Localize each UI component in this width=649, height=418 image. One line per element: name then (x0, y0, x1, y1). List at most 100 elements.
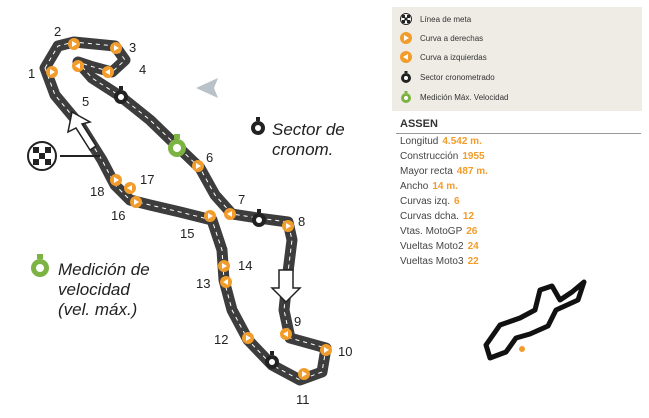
turn-label-8: 8 (298, 214, 305, 229)
turn-marker-15 (204, 210, 216, 222)
stat-value: 6 (454, 196, 460, 207)
speed-measurement-label: Medición de velocidad (vel. máx.) (58, 260, 150, 320)
turn-marker-7 (224, 208, 236, 220)
turn-label-12: 12 (214, 332, 228, 347)
stat-row-right-curves: Curvas dcha.12 (400, 211, 474, 222)
timed-sector-icon (114, 86, 128, 104)
turn-label-2: 2 (54, 24, 61, 39)
turn-label-10: 10 (338, 344, 352, 359)
legend-timed-sector-text: Sector cronometrado (420, 72, 495, 82)
turn-label-11: 11 (296, 392, 310, 407)
turn-label-1: 1 (28, 66, 35, 81)
legend-panel: Línea de meta Curva a derechas Curva a i… (392, 7, 642, 111)
stat-value: 24 (467, 241, 479, 252)
turn-label-18: 18 (90, 184, 104, 199)
turn-label-15: 15 (180, 226, 194, 241)
turn-marker-8 (282, 220, 294, 232)
turn-marker-4 (102, 66, 114, 78)
stat-label: Curvas dcha. (400, 211, 459, 222)
finish-flag-icon (400, 13, 412, 25)
direction-arrow-down-icon (270, 269, 302, 304)
right-curve-icon (400, 32, 412, 44)
turn-marker-10 (320, 344, 332, 356)
legend-item-max-speed: Medición Máx. Velocidad (400, 90, 509, 104)
stat-label: Mayor recta (400, 166, 453, 177)
turn-label-3: 3 (129, 40, 136, 55)
legend-max-speed-text: Medición Máx. Velocidad (420, 92, 509, 102)
legend-item-timed-sector: Sector cronometrado (400, 70, 495, 84)
mini-track-thumbnail (483, 279, 587, 361)
turn-marker-17 (124, 182, 136, 194)
turn-marker-5 (72, 60, 84, 72)
turn-label-5: 5 (82, 94, 89, 109)
turn-marker-18 (110, 174, 122, 186)
turn-marker-2 (68, 38, 80, 50)
stat-row-left-curves: Curvas izq.6 (400, 196, 460, 207)
speed-measurement-icon (168, 134, 186, 157)
stat-value: 487 m. (456, 166, 488, 177)
turn-marker-1 (46, 66, 58, 78)
timed-sector-icon (252, 209, 266, 227)
stat-value: 12 (462, 211, 475, 222)
turn-label-6: 6 (206, 150, 213, 165)
turn-label-17: 17 (140, 172, 154, 187)
turn-marker-11 (298, 368, 310, 380)
turn-marker-14 (218, 260, 230, 272)
stat-value: 4.542 m. (442, 136, 482, 147)
speed-measurement-icon (401, 91, 411, 103)
turn-marker-6 (192, 160, 204, 172)
timed-sector-label: Sector de cronom. (272, 120, 345, 160)
turn-marker-3 (110, 42, 122, 54)
direction-arrow-icon (196, 78, 218, 98)
stat-label: Construcción (400, 151, 459, 162)
stat-value: 26 (466, 226, 478, 237)
legend-item-left-curve: Curva a izquierdas (400, 50, 487, 64)
turn-label-13: 13 (196, 276, 210, 291)
legend-right-curve-text: Curva a derechas (420, 33, 484, 43)
speed-measurement-label-line1: Medición de (58, 260, 150, 279)
legend-item-right-curve: Curva a derechas (400, 31, 483, 45)
finish-flag-icon (27, 141, 57, 171)
turn-marker-9 (280, 328, 292, 340)
timed-sector-label-line1: Sector de (272, 120, 345, 139)
stat-label: Vtas. MotoGP (400, 226, 463, 237)
turn-label-7: 7 (238, 192, 245, 207)
stat-value: 22 (467, 256, 479, 267)
turn-label-9: 9 (294, 314, 301, 329)
stats-divider (396, 133, 641, 134)
turn-label-4: 4 (139, 62, 146, 77)
legend-item-finish: Línea de meta (400, 12, 471, 26)
stat-label: Vueltas Moto2 (400, 241, 464, 252)
stat-label: Ancho (400, 181, 429, 192)
speed-measurement-label-icon (31, 254, 49, 277)
timed-sector-label-icon (251, 117, 265, 135)
left-curve-icon (400, 51, 412, 63)
turn-marker-13 (220, 276, 232, 288)
stat-label: Curvas izq. (400, 196, 451, 207)
speed-measurement-label-line3: (vel. máx.) (58, 300, 138, 319)
stat-value: 1955 (462, 151, 485, 162)
legend-left-curve-text: Curva a izquierdas (420, 52, 487, 62)
circuit-name: ASSEN (400, 118, 438, 130)
speed-measurement-label-line2: velocidad (58, 280, 130, 299)
timed-sector-icon (401, 71, 411, 83)
turn-label-14: 14 (238, 258, 252, 273)
stat-label: Longitud (400, 136, 439, 147)
legend-finish-text: Línea de meta (420, 14, 472, 24)
turn-marker-12 (242, 332, 254, 344)
stat-label: Vueltas Moto3 (400, 256, 464, 267)
timed-sector-icon (265, 351, 279, 369)
turn-label-16: 16 (111, 208, 125, 223)
stat-value: 14 m. (432, 181, 458, 192)
turn-marker-16 (130, 196, 142, 208)
timed-sector-label-line2: cronom. (272, 140, 334, 159)
start-direction-arrow-icon (66, 110, 98, 152)
